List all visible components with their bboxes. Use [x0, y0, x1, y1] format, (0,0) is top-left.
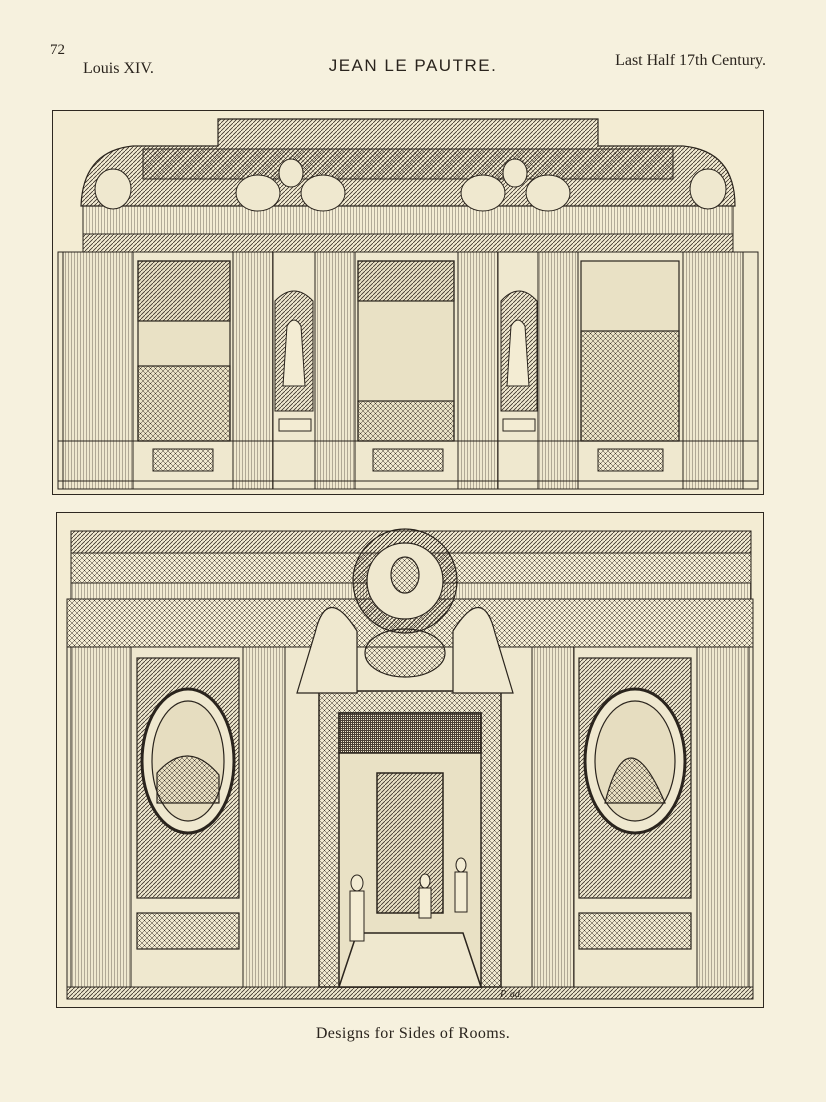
- header-date: Last Half 17th Century.: [615, 52, 766, 69]
- engraver-signature: P. ad.: [500, 989, 523, 1000]
- engraving-lower-wall-design: [56, 512, 764, 1008]
- engraving-upper-wall-design: [52, 110, 764, 495]
- page-number: 72: [50, 42, 65, 58]
- header-title: JEAN LE PAUTRE.: [328, 56, 498, 75]
- figure-caption: Designs for Sides of Rooms.: [315, 1025, 511, 1042]
- header-period: Louis XIV.: [83, 60, 154, 77]
